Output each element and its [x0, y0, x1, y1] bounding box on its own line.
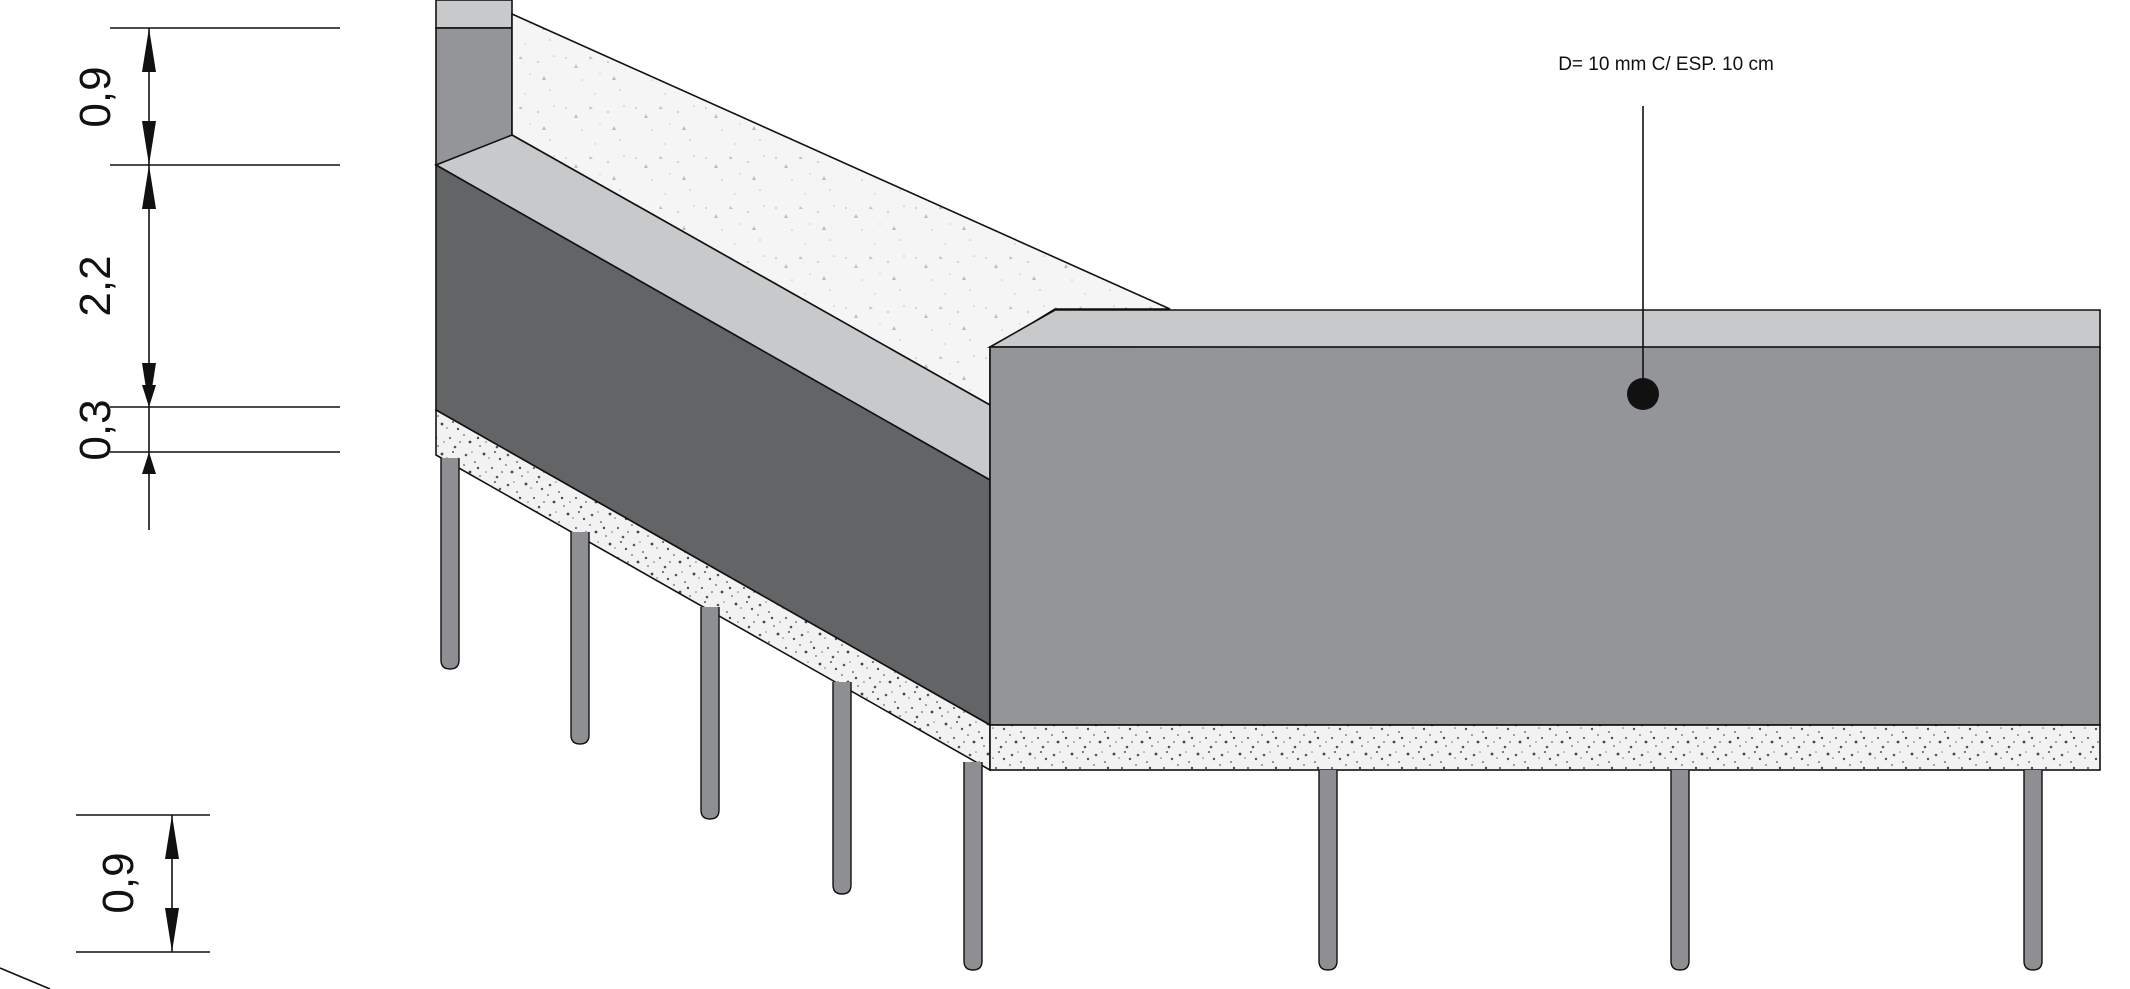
rebar-rod: [832, 682, 852, 895]
callout-label: D= 10 mm C/ ESP. 10 cm: [1558, 54, 1774, 75]
edge-fragment: [0, 967, 51, 989]
front-block-top-bevel: [986, 309, 2101, 349]
rebar-rod: [1670, 770, 1690, 971]
front-block-face: [989, 346, 2101, 726]
dimension-chain-bottom: 0,9: [76, 814, 210, 953]
rebar-rod: [963, 762, 983, 971]
rebar-rod: [2023, 770, 2043, 971]
dimension-arrow: [142, 452, 156, 474]
callout: D= 10 mm C/ ESP. 10 cm: [1558, 54, 1774, 410]
rebar-rods: [440, 458, 2043, 971]
dimension-chain-top: 0,9 2,2 0,3: [71, 27, 340, 530]
dimension-label-base: 0,3: [71, 399, 120, 460]
back-wall-column: [435, 0, 513, 166]
dimension-label-lower: 0,9: [94, 852, 143, 913]
dimension-arrow: [142, 165, 156, 209]
dimension-arrow: [142, 28, 156, 72]
rebar-rod: [1318, 770, 1338, 971]
dimension-arrow: [142, 385, 156, 407]
front-gravel-base: [989, 724, 2101, 771]
rebar-rod: [570, 532, 590, 745]
dimension-arrow: [142, 121, 156, 165]
rebar-rod: [440, 458, 460, 670]
rebar-rod: [700, 607, 720, 820]
dimension-label-middle: 2,2: [71, 255, 120, 316]
callout-dot: [1627, 378, 1659, 410]
dimension-arrow: [165, 908, 179, 952]
dimension-arrow: [165, 815, 179, 859]
dimension-label-top: 0,9: [71, 66, 120, 127]
